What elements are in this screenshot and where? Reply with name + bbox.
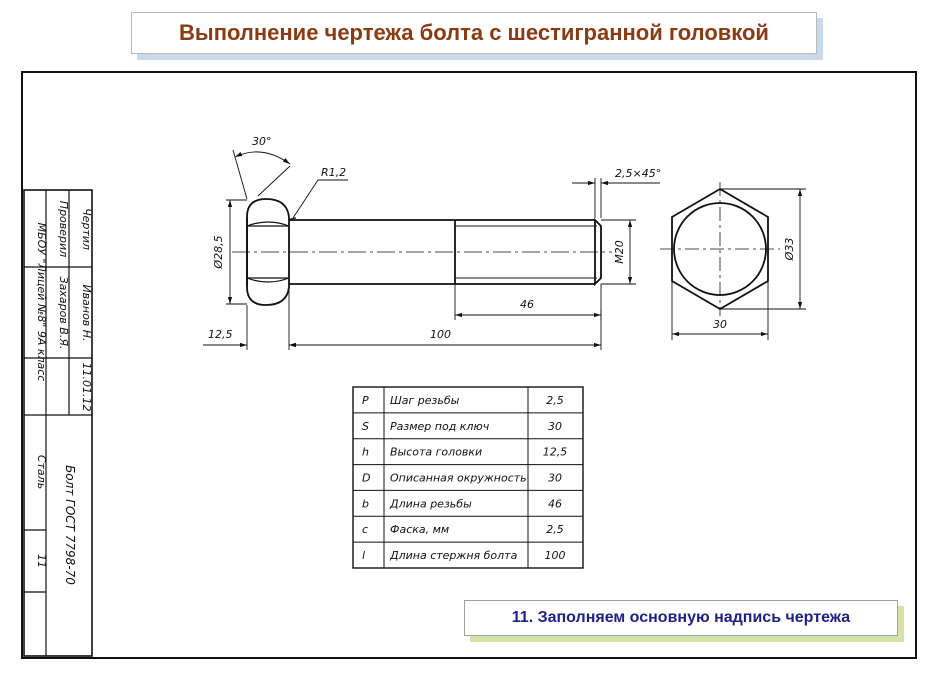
stamp-school: МБОУ "Лицей №8" 9А класс	[35, 223, 48, 382]
stamp-material: Сталь	[35, 455, 48, 489]
stamp-drew-name: Иванов Н.	[80, 284, 93, 341]
stamp-date: 11.01.12	[80, 363, 93, 412]
table-cell-sym: D	[362, 472, 370, 485]
radius-label: R1,2	[321, 166, 346, 179]
table-cell-val: 30	[548, 420, 562, 433]
table-cell-val: 12,5	[543, 446, 568, 459]
thread-length-label: 46	[520, 298, 534, 311]
thread-label: M20	[613, 240, 626, 264]
sheet-frame	[21, 71, 917, 659]
table-cell-name: Шаг резьбы	[390, 394, 460, 407]
table-cell-name: Длина стержня болта	[389, 549, 518, 562]
head-diameter-label: Ø28,5	[212, 235, 225, 269]
table-cell-sym: h	[362, 446, 369, 459]
title-block-text: Чертил Иванов Н. 11.01.12 Проверил Захар…	[35, 201, 93, 585]
table-cell-name: Длина резьбы	[389, 497, 472, 510]
title-banner: Выполнение чертежа болта с шестигранной …	[131, 12, 817, 54]
bolt-end-view	[660, 182, 780, 316]
stamp-sheet: 11	[35, 554, 48, 568]
table-cell-sym: c	[362, 523, 368, 536]
angle-label: 30°	[252, 135, 272, 148]
table-cell-sym: S	[362, 420, 369, 433]
table-cell-val: 30	[548, 472, 562, 485]
end-dimensions	[671, 188, 806, 340]
stamp-drew-role: Чертил	[80, 208, 93, 250]
bolt-front-view	[232, 198, 612, 306]
stamp-part-name: Болт ГОСТ 7798-70	[63, 465, 77, 585]
table-cell-sym: P	[362, 394, 369, 407]
stamp-checked-name: Захаров В.Я.	[57, 277, 70, 350]
front-dimensions	[203, 149, 660, 350]
stamp-checked-role: Проверил	[57, 201, 70, 257]
end-dimension-labels: Ø33 30	[713, 238, 796, 331]
chamfer-label: 2,5×45°	[615, 167, 661, 180]
table-cell-sym: l	[362, 549, 365, 562]
table-cell-val: 2,5	[546, 394, 564, 407]
step-note: 11. Заполняем основную надпись чертежа	[464, 600, 898, 636]
length-label: 100	[430, 328, 451, 341]
table-cell-name: Размер под ключ	[390, 420, 490, 433]
table-cell-val: 46	[548, 497, 562, 510]
table-cell-val: 100	[545, 549, 566, 562]
table-cell-name: Описанная окружность	[390, 472, 527, 485]
table-cell-sym: b	[362, 497, 369, 510]
hex-width-label: 30	[713, 318, 727, 331]
front-dimension-labels: 30° R1,2 2,5×45° Ø28,5 12,5 100 46 M20	[208, 135, 661, 341]
title-block	[23, 189, 93, 657]
table-cell-val: 2,5	[546, 523, 564, 536]
head-height-label: 12,5	[208, 328, 233, 341]
step-note-text: 11. Заполняем основную надпись чертежа	[511, 609, 851, 626]
table-cell-name: Фаска, мм	[390, 523, 449, 536]
hex-diameter-label: Ø33	[783, 238, 796, 262]
table-cell-name: Высота головки	[390, 446, 482, 459]
page-title: Выполнение чертежа болта с шестигранной …	[179, 20, 769, 45]
